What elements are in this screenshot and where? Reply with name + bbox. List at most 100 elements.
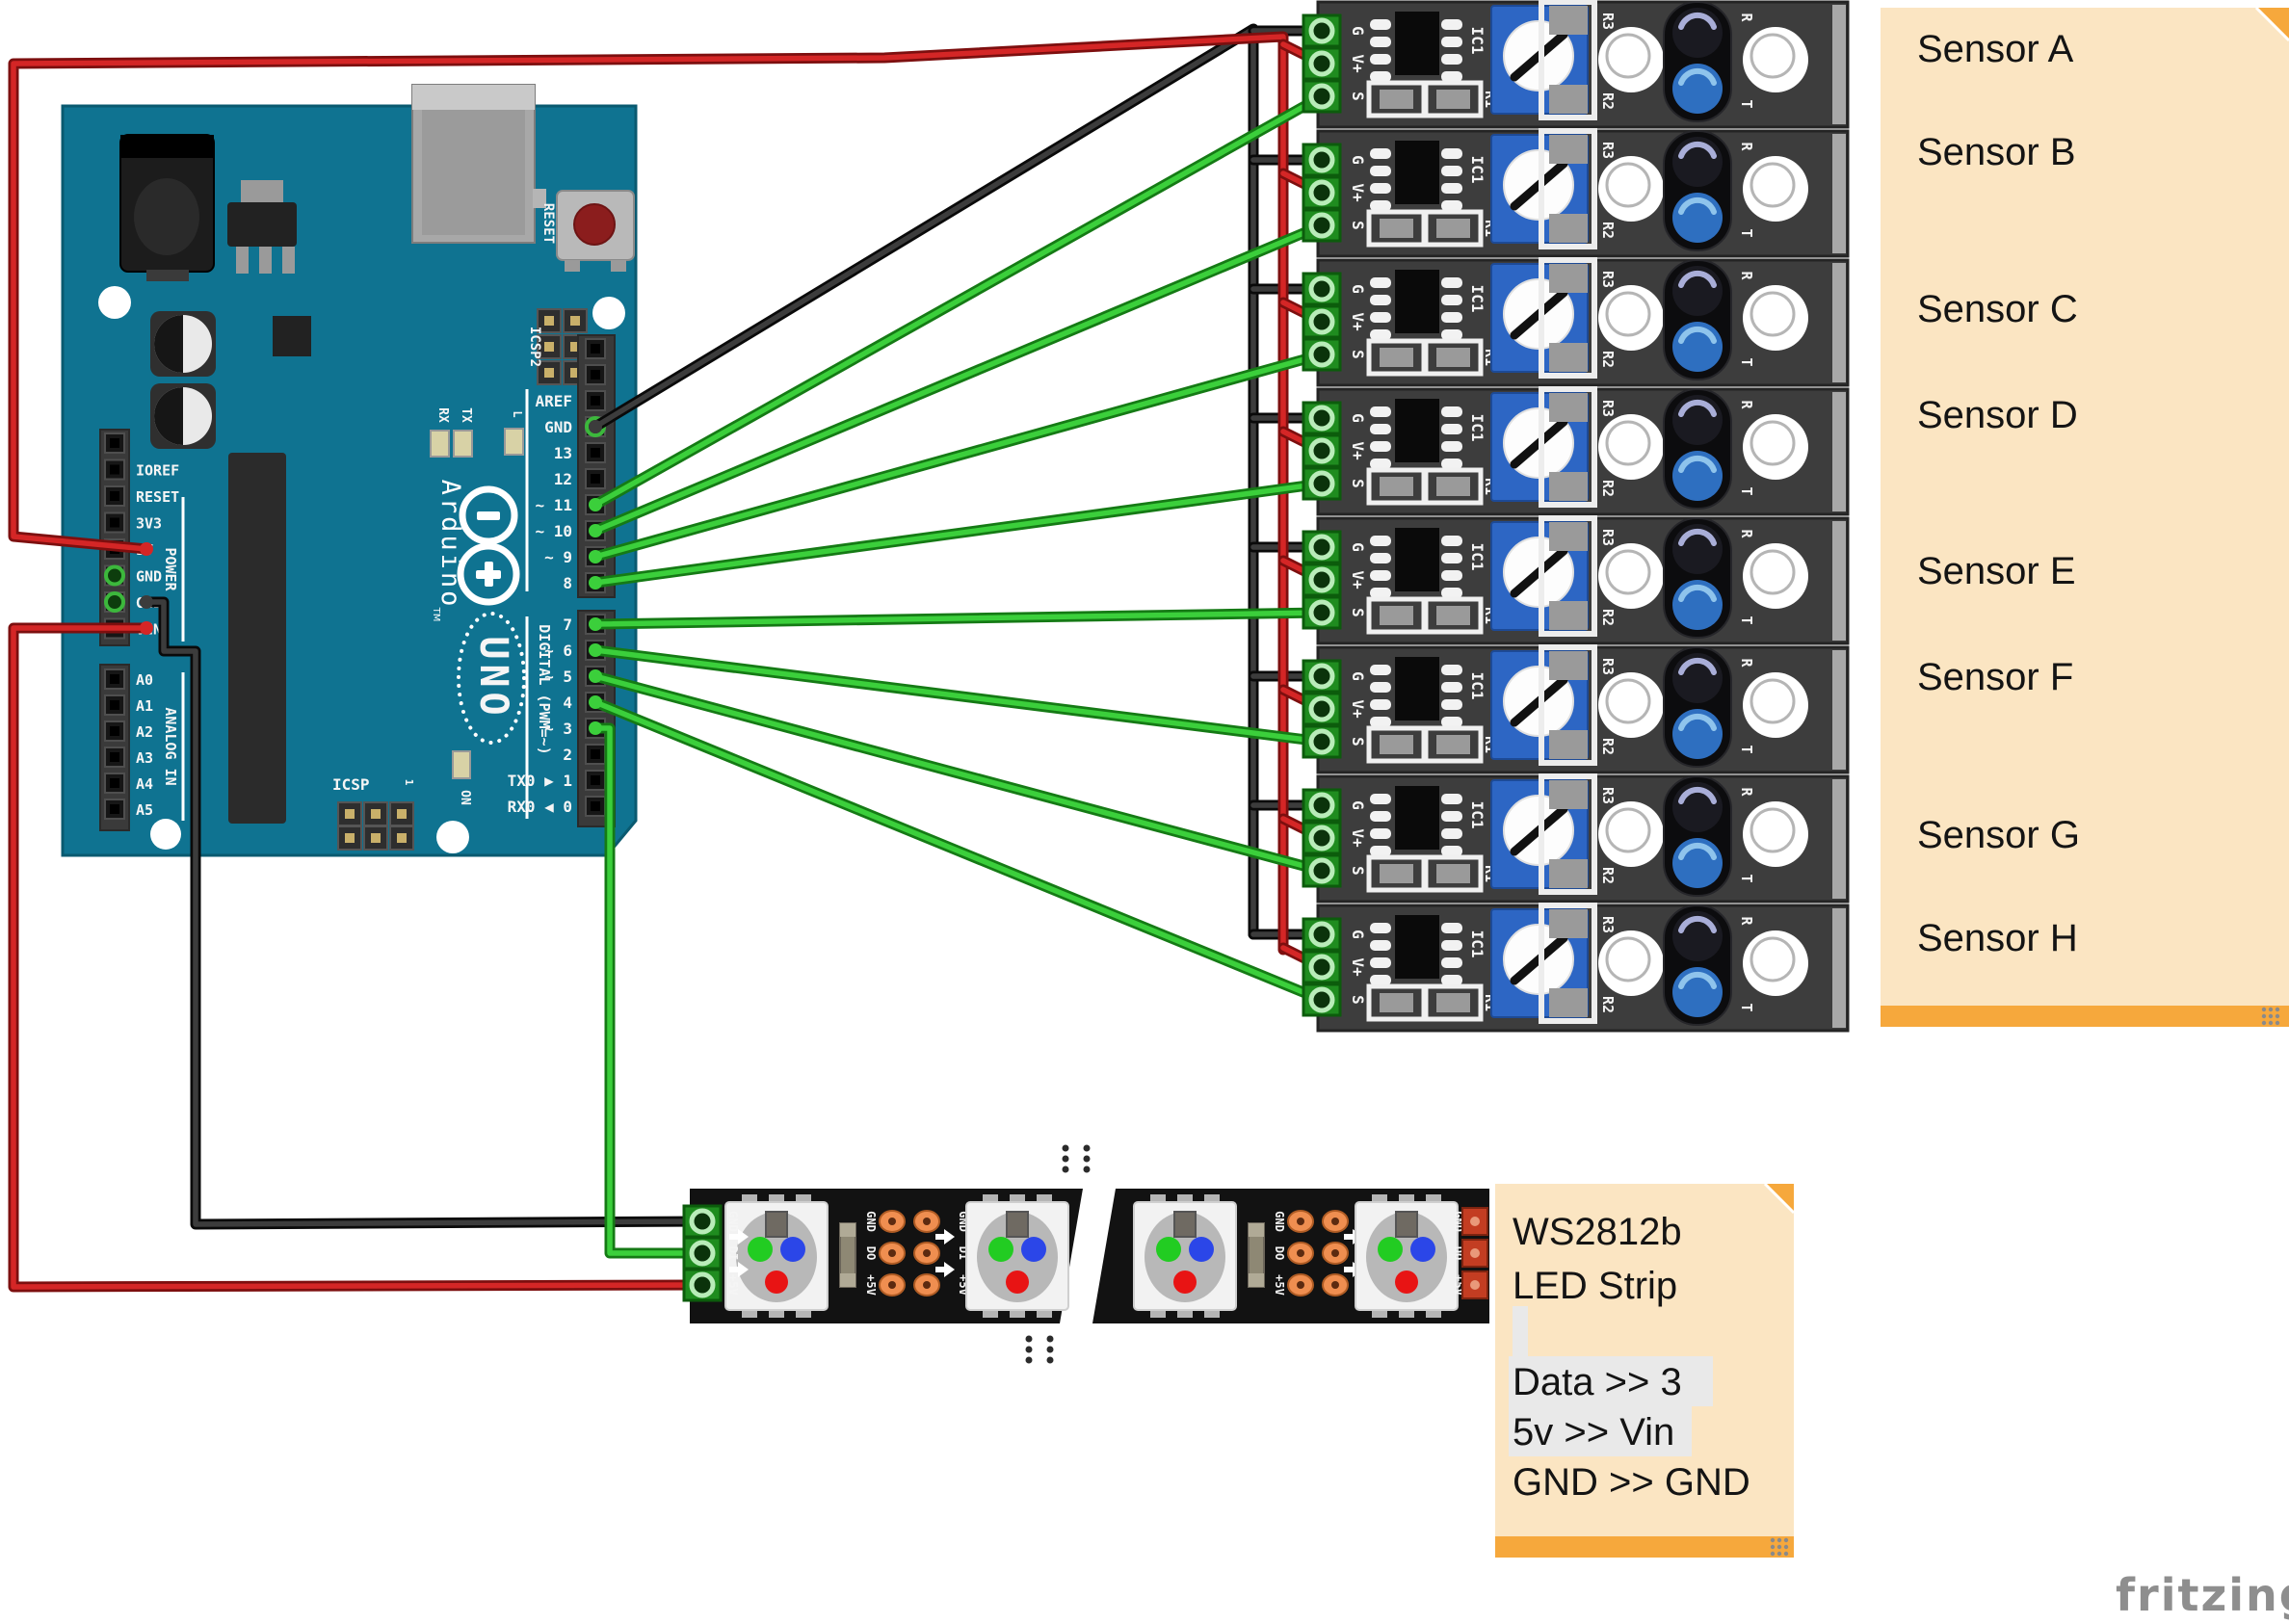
mounting-hole bbox=[150, 819, 181, 850]
reset-leg bbox=[611, 260, 626, 272]
data-flow-arrow-icon bbox=[935, 1229, 955, 1244]
ic-pad bbox=[1441, 665, 1462, 675]
jack-cap bbox=[120, 135, 214, 158]
ic-pad bbox=[1370, 570, 1391, 581]
sensor-module-e[interactable]: IC1R1R3R2RTGV+S bbox=[1302, 515, 1850, 645]
photo-led bbox=[1743, 930, 1808, 996]
ic-pad bbox=[1370, 975, 1391, 985]
terminal-label: S bbox=[1349, 608, 1367, 617]
sensor-module-c[interactable]: IC1R1R3R2RTGV+S bbox=[1302, 257, 1850, 387]
ic-pad bbox=[1370, 295, 1391, 305]
analog-pin-label: A1 bbox=[136, 697, 153, 715]
ic-pad bbox=[1441, 200, 1462, 211]
sensor-module-h[interactable]: IC1R1R3R2RTGV+S bbox=[1302, 903, 1850, 1033]
continuation-dots bbox=[1046, 1335, 1054, 1343]
icsp-header[interactable] bbox=[337, 801, 414, 851]
note-resize-grip[interactable] bbox=[2261, 1007, 2280, 1026]
reset-button-cap[interactable] bbox=[573, 203, 616, 246]
terminal-ring bbox=[1308, 825, 1335, 851]
continuation-dots bbox=[1083, 1144, 1091, 1152]
power-pin-label: 3V3 bbox=[136, 515, 162, 533]
indicator-led bbox=[1598, 672, 1664, 738]
terminal-ring bbox=[1308, 437, 1335, 464]
ws-note-title-1: WS2812b bbox=[1513, 1211, 1682, 1253]
grip-dot bbox=[2261, 1007, 2267, 1012]
sensor-module-a[interactable]: IC1R1R3R2RTGV+S bbox=[1302, 0, 1850, 129]
arduino-pcb[interactable] bbox=[61, 104, 638, 857]
end-pad[interactable] bbox=[1461, 1270, 1488, 1299]
resistor-outline bbox=[1423, 596, 1484, 635]
indicator-led bbox=[1598, 801, 1664, 867]
note-resize-grip[interactable] bbox=[1770, 1537, 1789, 1557]
ws2812b-led-strip[interactable]: GNDGNDDODI+5V+5VGNDGNDDODI+5V+5VGNDDI+5V… bbox=[682, 1144, 1489, 1364]
trimpot-bracket bbox=[1539, 386, 1597, 508]
pad-hole bbox=[1297, 1249, 1304, 1257]
grip-dot bbox=[1776, 1537, 1782, 1543]
on-label: ON bbox=[458, 790, 472, 805]
sensor-module-d[interactable]: IC1R1R3R2RTGV+S bbox=[1302, 386, 1850, 516]
icsp2-label: ICSP2 bbox=[527, 327, 542, 367]
ws2812b-note[interactable]: WS2812b LED Strip Data >> 3 5v >> Vin GN… bbox=[1495, 1182, 1796, 1558]
red-die bbox=[765, 1270, 788, 1294]
green-die bbox=[1156, 1237, 1181, 1262]
ic-pad bbox=[1370, 957, 1391, 968]
ic-pad bbox=[1370, 940, 1391, 951]
power-pin-label: IOREF bbox=[136, 462, 179, 480]
strip-pad-label: GND bbox=[1273, 1211, 1286, 1232]
grip-dot bbox=[2275, 1013, 2280, 1019]
continuation-dots bbox=[1025, 1356, 1033, 1364]
comparator-ic bbox=[1395, 399, 1439, 462]
icsp-pin-pad bbox=[544, 368, 554, 378]
pcb-edge bbox=[1832, 263, 1846, 382]
indicator-led bbox=[1598, 285, 1664, 351]
ic-pad bbox=[1441, 312, 1462, 323]
resistor-body bbox=[1436, 606, 1470, 625]
l-led-label: L bbox=[511, 410, 524, 417]
grip-dot bbox=[2275, 1007, 2280, 1012]
power-jack bbox=[119, 134, 215, 281]
power-pin-label: GND bbox=[136, 568, 162, 586]
photo-led bbox=[1743, 156, 1808, 222]
icsp-pin-pad bbox=[345, 809, 355, 819]
digital-pin-label: 2 bbox=[563, 746, 572, 764]
terminal-label: S bbox=[1349, 92, 1367, 101]
ic-pad bbox=[1441, 37, 1462, 47]
wire-signal-sensor-f-core bbox=[592, 647, 1325, 745]
icsp-pin[interactable] bbox=[537, 308, 562, 333]
indicator-led-inner bbox=[1605, 33, 1651, 79]
terminal-label: V+ bbox=[1349, 183, 1367, 202]
bracket-pad bbox=[1549, 601, 1588, 630]
ir-emitter-glint bbox=[1678, 67, 1717, 86]
continuation-dots bbox=[1062, 1144, 1069, 1152]
terminal-ring bbox=[1308, 663, 1335, 690]
transmitter-label: T bbox=[1738, 99, 1755, 108]
ic-pad bbox=[1441, 828, 1462, 839]
wire-end-dot bbox=[140, 542, 153, 556]
icsp-pin[interactable] bbox=[563, 308, 588, 333]
sensor-module-b[interactable]: IC1R1R3R2RTGV+S bbox=[1302, 128, 1850, 258]
transmitter-label: T bbox=[1738, 616, 1755, 624]
wire-gnd-sensor-bus[interactable] bbox=[590, 23, 1259, 940]
grip-dot bbox=[1770, 1544, 1776, 1550]
note-body[interactable] bbox=[1881, 8, 2289, 1006]
sensor-module-g[interactable]: IC1R1R3R2RTGV+S bbox=[1302, 773, 1850, 904]
ir-sensor-stack[interactable]: IC1R1R3R2RTGV+SIC1R1R3R2RTGV+SIC1R1R3R2R… bbox=[1302, 0, 1850, 1033]
fritzing-watermark: fritzing bbox=[2116, 1569, 2289, 1621]
sensor-module-f[interactable]: IC1R1R3R2RTGV+S bbox=[1302, 644, 1850, 774]
data-flow-arrow-icon bbox=[935, 1262, 955, 1277]
power-section-label: POWER bbox=[162, 547, 179, 591]
arduino-uno-board[interactable]: RESET ICSP2 RX TX L Arduino TM UNO POWER… bbox=[61, 84, 638, 857]
wire-end-dot bbox=[589, 695, 602, 709]
continuation-dots bbox=[1046, 1356, 1054, 1364]
pad-hole bbox=[1331, 1218, 1339, 1225]
ic-pad bbox=[1441, 699, 1462, 710]
trimpot-bracket bbox=[1539, 903, 1597, 1024]
led-lens bbox=[977, 1212, 1058, 1302]
reset-button[interactable] bbox=[556, 190, 635, 272]
wire-5v-sensor-bus-core bbox=[11, 34, 1286, 953]
end-pad-hole bbox=[1470, 1217, 1480, 1226]
icsp-pin-pad bbox=[397, 809, 407, 819]
